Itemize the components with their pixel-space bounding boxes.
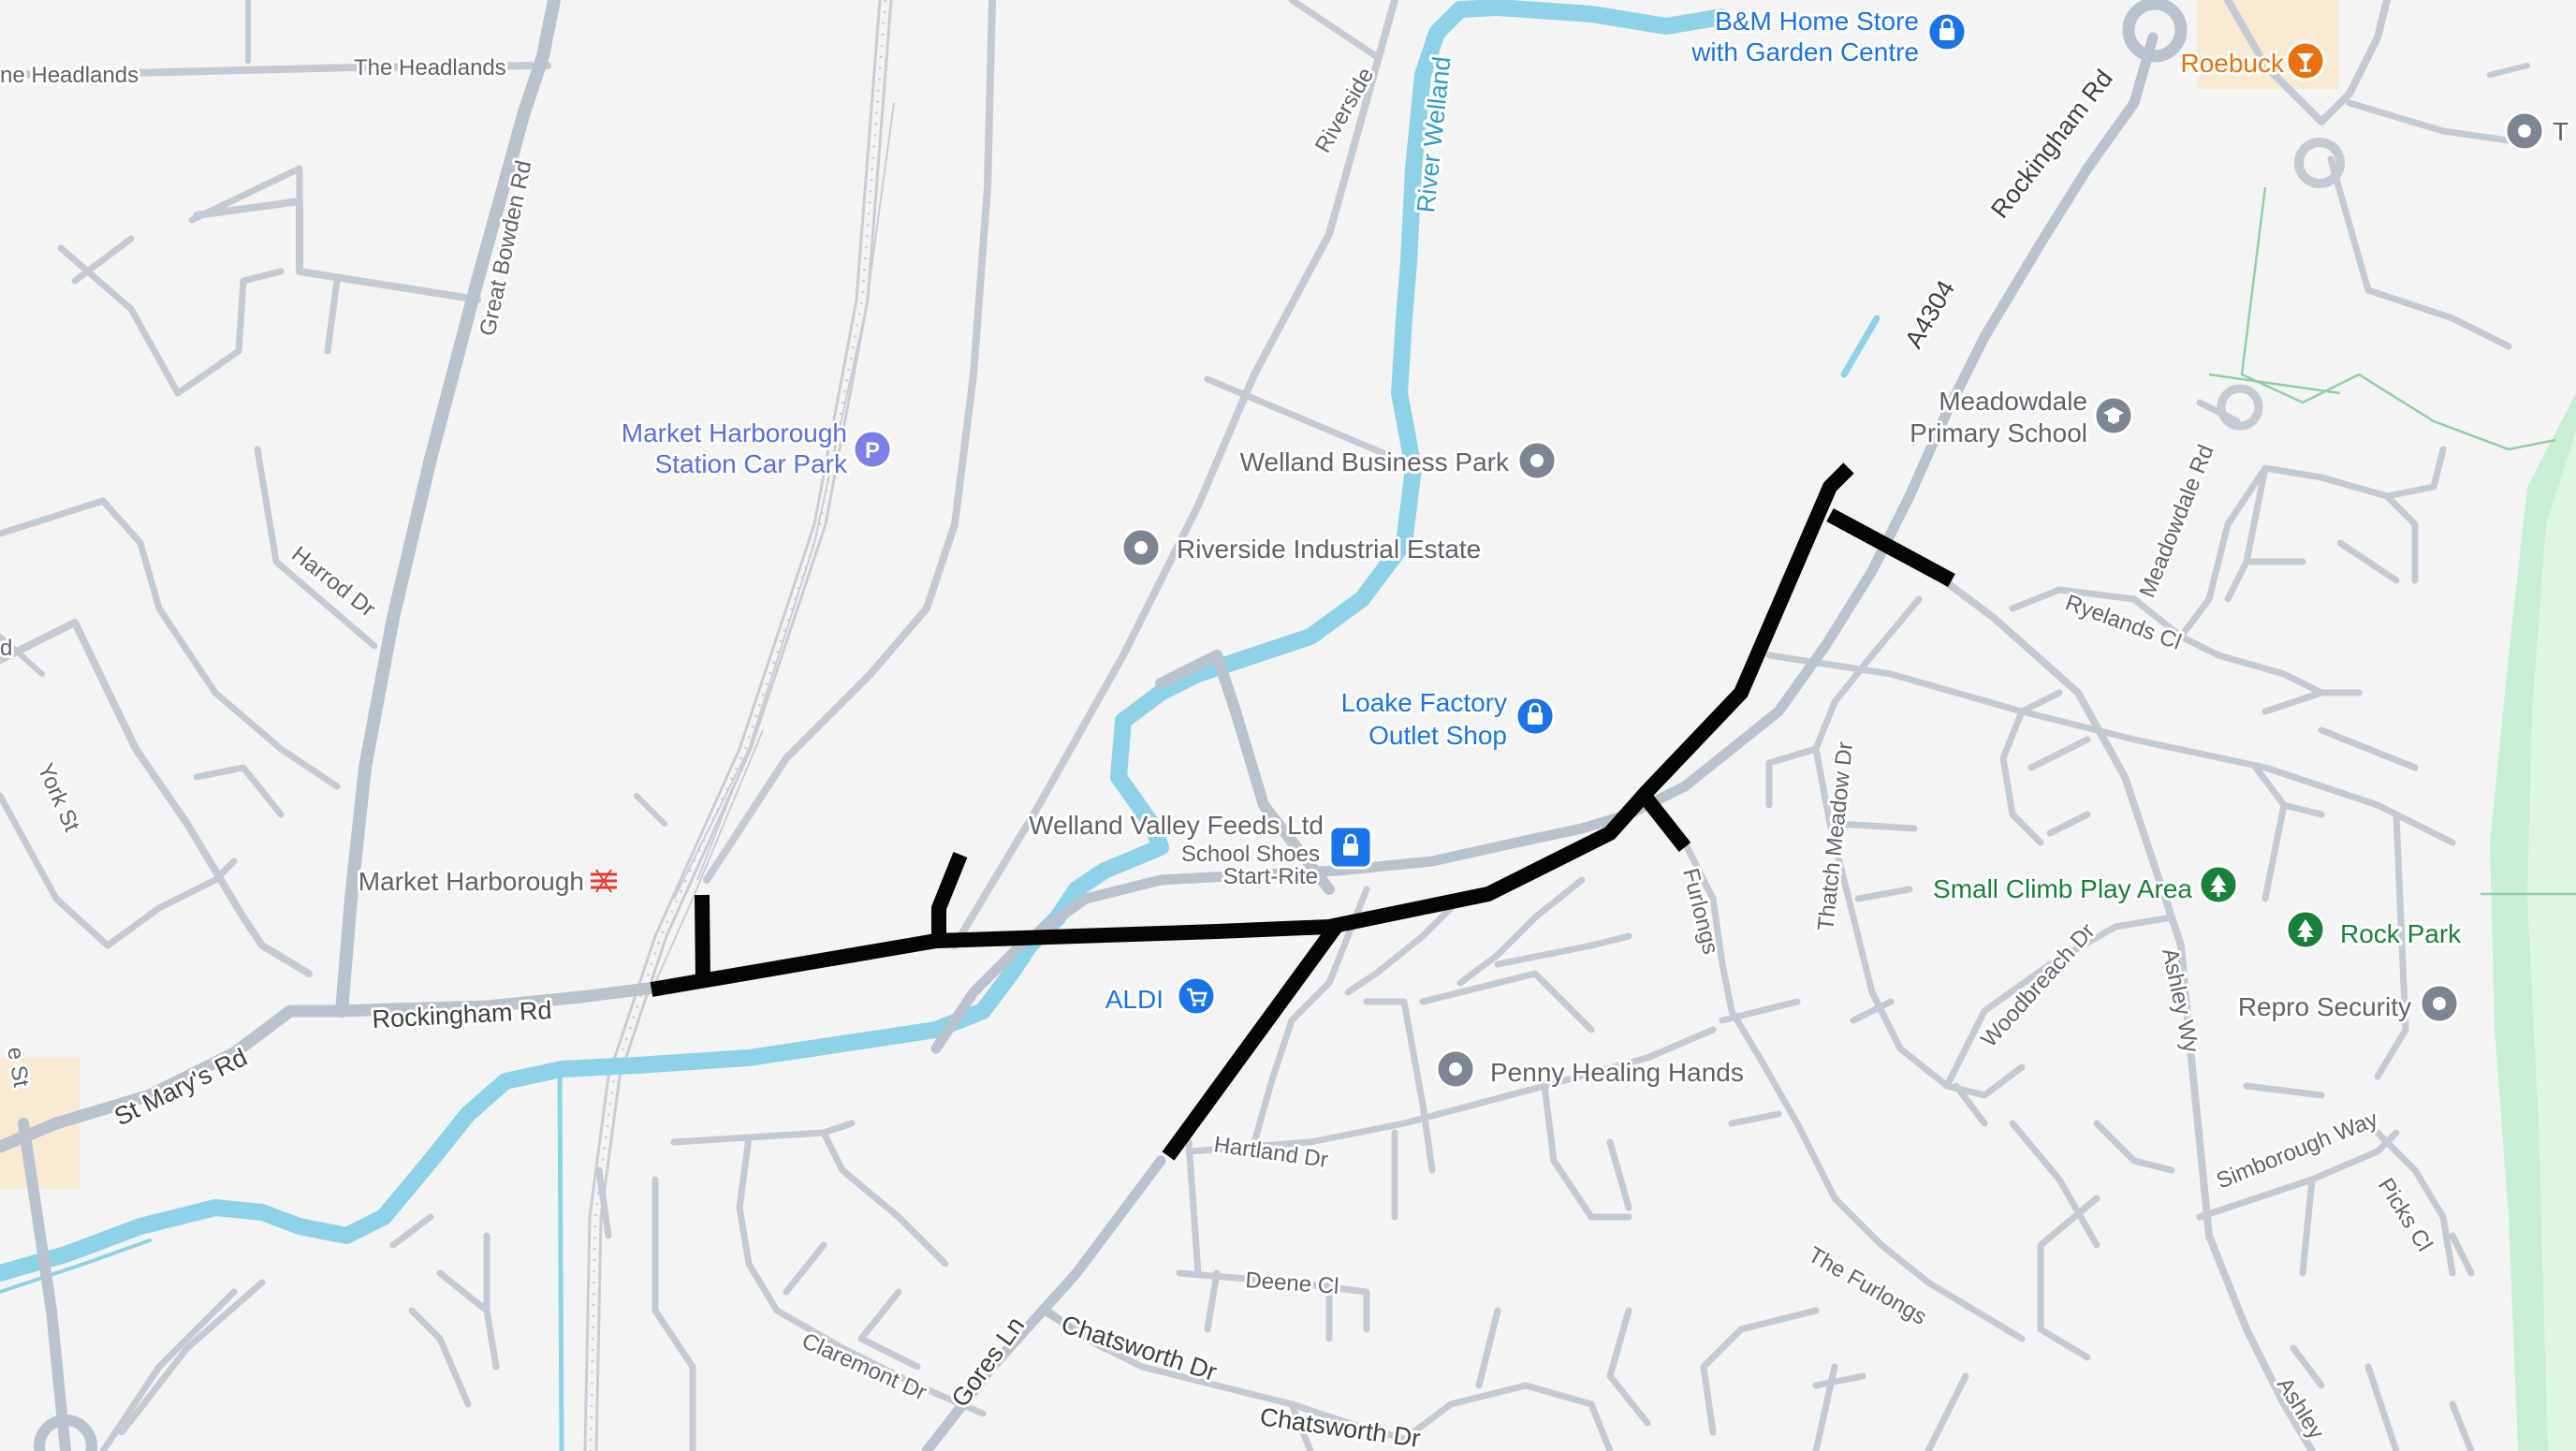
parking-icon: P: [852, 429, 893, 470]
poi-rock-park[interactable]: Rock Park: [2285, 909, 2465, 951]
street-label-headlands-left: ne Headlands: [0, 63, 139, 88]
poi-welland-business-park[interactable]: Welland Business Park: [1237, 440, 1558, 481]
tree-icon: [2198, 864, 2239, 905]
street-label-ashley-wy: Ashley Wy: [2157, 946, 2203, 1055]
street-label-st-marys-rd: St Mary's Rd: [110, 1043, 251, 1131]
street-label-simborough-way: Simborough Way: [2213, 1107, 2381, 1195]
street-label-chatsworth-dr-2: Chatsworth Dr: [1258, 1402, 1422, 1451]
poi-penny-healing[interactable]: Penny Healing Hands: [1435, 1048, 1747, 1090]
street-label-riverside: Riverside: [1310, 64, 1379, 157]
railway: [583, 0, 895, 1451]
poi-label-market-harborough: Market Harborough: [359, 867, 584, 896]
place-dot-icon: [1120, 527, 1162, 568]
shopping-bag-icon: [1328, 825, 1373, 870]
street-label-gores-ln: Gores Ln: [946, 1312, 1031, 1412]
park-paths: [2208, 186, 2576, 896]
poi-station-car-park[interactable]: Market Harborough Station Car Park P: [619, 416, 893, 481]
poi-label-loake-1: Loake Factory: [1341, 688, 1507, 717]
poi-label-rock-park: Rock Park: [2340, 919, 2462, 948]
poi-market-harborough-station[interactable]: Market Harborough: [356, 864, 617, 899]
poi-label-penny-healing: Penny Healing Hands: [1490, 1058, 1744, 1087]
street-label-rockingham-rd-north: Rockingham Rd: [1985, 65, 2118, 224]
street-label-a4304: A4304: [1899, 275, 1960, 353]
poi-repro-security[interactable]: Repro Security: [2235, 983, 2460, 1024]
street-label-left-edge-d: d: [0, 636, 12, 661]
poi-label-meadowdale-1: Meadowdale: [1939, 387, 2087, 416]
poi-label-welland-business-park: Welland Business Park: [1240, 447, 1510, 476]
poi-label-bm-2: with Garden Centre: [1690, 37, 1919, 66]
poi-loake-factory[interactable]: Loake Factory Outlet Shop: [1339, 685, 1556, 753]
street-label-york-st: York St: [33, 759, 85, 835]
poi-label-welland-valley-feeds: Welland Valley Feeds Ltd: [1029, 811, 1324, 840]
poi-partial-top-right[interactable]: T: [2504, 110, 2571, 152]
place-dot-icon: [2419, 983, 2460, 1024]
poi-label-school-shoes-2: Start-Rite: [1223, 864, 1318, 889]
school-cap-icon: [2093, 395, 2134, 436]
poi-school-shoes[interactable]: School Shoes Start-Rite: [1178, 825, 1373, 892]
place-dot-icon: [1435, 1048, 1476, 1090]
poi-label-aldi: ALDI: [1105, 985, 1164, 1014]
svg-text:P: P: [865, 438, 880, 463]
highlighted-route: [650, 462, 1955, 1161]
cocktail-icon: [2285, 40, 2326, 81]
river-welland: [0, 0, 1881, 1451]
street-label-rockingham-rd-west: Rockingham Rd: [372, 996, 552, 1033]
roundabouts: [34, 0, 2345, 1451]
poi-label-meadowdale-2: Primary School: [1910, 418, 2087, 447]
poi-label-partial: T: [2553, 117, 2569, 146]
poi-roebuck[interactable]: Roebuck: [2177, 40, 2326, 81]
poi-label-riverside-industrial: Riverside Industrial Estate: [1177, 535, 1481, 564]
street-label-the-furlongs: The Furlongs: [1804, 1242, 1931, 1330]
poi-label-roebuck: Roebuck: [2180, 49, 2285, 78]
poi-label-bm-1: B&M Home Store: [1715, 7, 1919, 36]
street-label-hartland-dr: Hartland Dr: [1212, 1132, 1329, 1173]
train-icon: [591, 869, 617, 893]
poi-label-car-park-1: Market Harborough: [622, 418, 847, 447]
poi-label-loake-2: Outlet Shop: [1368, 721, 1507, 750]
shopping-cart-icon: [1176, 975, 1217, 1017]
street-label-woodbreach-dr: Woodbreach Dr: [1976, 918, 2100, 1052]
street-label-headlands: The Headlands: [354, 55, 506, 81]
place-dot-icon: [2504, 110, 2545, 152]
street-label-meadowdale-rd: Meadowdale Rd: [2135, 441, 2219, 601]
poi-label-repro-security: Repro Security: [2238, 992, 2411, 1021]
tree-icon: [2285, 909, 2326, 950]
street-label-chatsworth-dr: Chatsworth Dr: [1058, 1310, 1220, 1386]
poi-label-school-shoes-1: School Shoes: [1181, 842, 1320, 867]
poi-riverside-industrial[interactable]: Riverside Industrial Estate: [1120, 527, 1484, 568]
poi-label-car-park-2: Station Car Park: [655, 449, 848, 478]
poi-aldi[interactable]: ALDI: [1103, 975, 1217, 1017]
place-dot-icon: [1516, 440, 1558, 481]
park-area-inner: [2527, 431, 2576, 1451]
poi-welland-valley-feeds[interactable]: Welland Valley Feeds Ltd: [1026, 808, 1326, 843]
poi-label-small-climb: Small Climb Play Area: [1933, 874, 2192, 903]
shopping-bag-icon: [1926, 11, 1968, 52]
main-roads: [0, 0, 2159, 1451]
poi-bm-home-store[interactable]: B&M Home Store with Garden Centre: [1688, 4, 1968, 69]
shopping-bag-icon: [1515, 696, 1556, 737]
poi-meadowdale-school[interactable]: Meadowdale Primary School: [1907, 384, 2134, 450]
poi-small-climb[interactable]: Small Climb Play Area: [1930, 864, 2239, 906]
street-label-deene-cl: Deene Cl: [1245, 1268, 1340, 1299]
